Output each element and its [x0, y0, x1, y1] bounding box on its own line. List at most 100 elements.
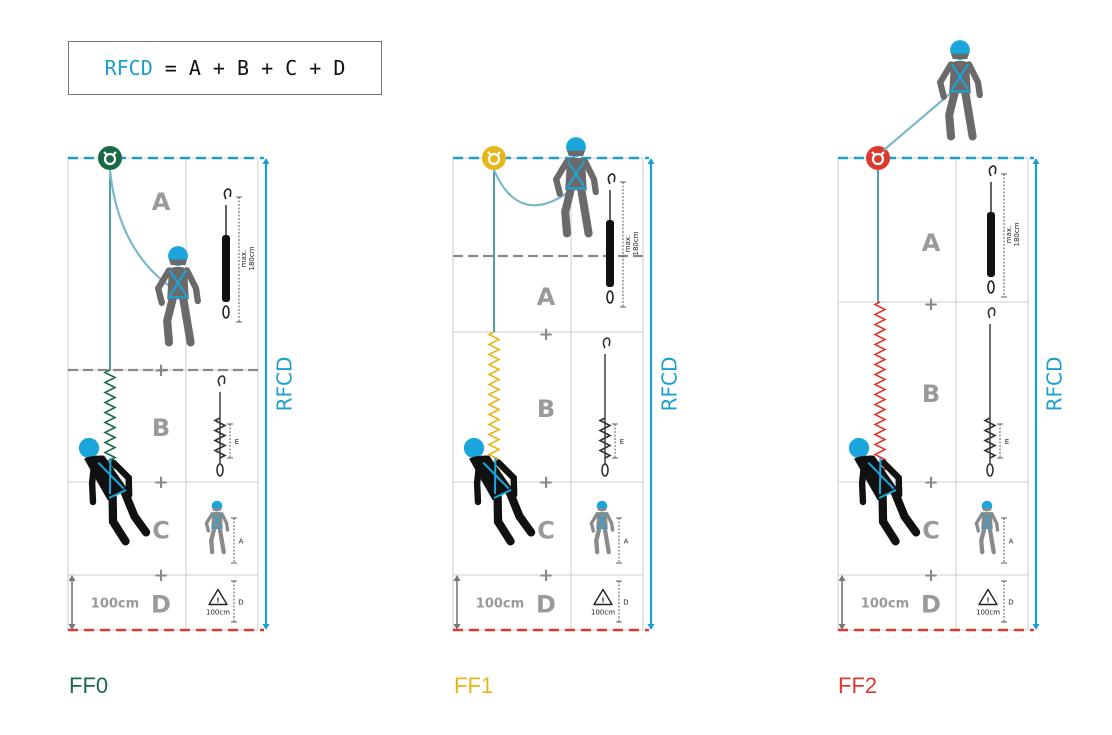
segment-letter-d: D	[921, 591, 941, 619]
worker-arm-right	[581, 158, 599, 196]
worker-leg-right	[890, 488, 921, 537]
worker-leg-left	[163, 295, 177, 347]
warning-text: 100cm	[976, 609, 1000, 617]
dimension-label: E	[620, 438, 624, 446]
lanyard-closed	[606, 173, 616, 304]
panel-frame	[67, 157, 259, 631]
arrow-head-up	[1032, 158, 1040, 164]
segment-letter-c: C	[922, 517, 940, 545]
lanyard-hook-bottom	[222, 305, 230, 319]
worker-arm-left	[974, 512, 984, 533]
worker-face	[951, 53, 969, 59]
warning-triangle	[593, 588, 613, 606]
anchor-icon	[98, 146, 122, 170]
arrow-head-down	[262, 624, 270, 630]
warning-symbol: !	[216, 597, 219, 605]
fallen-worker	[848, 437, 921, 546]
max-length-label: max.180cm	[624, 231, 640, 255]
anchor-ff2	[866, 146, 890, 170]
worker-face	[169, 259, 187, 265]
panel-frame	[837, 157, 1029, 631]
anchor-icon	[482, 146, 506, 170]
arrow-head-up	[453, 575, 461, 581]
worker-leg-left	[945, 89, 959, 141]
shock-absorber-coil	[487, 331, 501, 473]
anchor-ff1	[482, 146, 506, 170]
dimension-label: A	[239, 538, 244, 546]
worker-harness	[596, 513, 608, 529]
dimension-label: E	[235, 438, 239, 446]
anchor-ears	[103, 151, 117, 156]
length-label: 180cm	[632, 231, 640, 255]
anchor-icon	[866, 146, 890, 170]
height-dimension: A	[1001, 517, 1014, 564]
plus-sign: +	[923, 472, 938, 493]
stretch-dimension: E	[612, 423, 624, 459]
lanyard-hook-top	[217, 375, 226, 387]
lanyard-icon	[213, 375, 227, 477]
segment-letter-c: C	[537, 517, 555, 545]
warning-triangle	[208, 588, 228, 606]
height-reference-worker	[589, 500, 615, 555]
warning-text: 100cm	[591, 609, 615, 617]
plus-sign: +	[153, 472, 168, 493]
worker-harness	[97, 457, 127, 499]
worker-harness	[981, 513, 993, 529]
anchor-ears	[487, 151, 501, 156]
lanyard-icon	[598, 337, 612, 477]
dimension-label: A	[624, 538, 629, 546]
worker-arm-left	[204, 512, 214, 533]
worker-arm-right	[220, 512, 230, 532]
arrow-head-down	[1032, 624, 1040, 630]
worker-helmet-icon	[848, 437, 870, 459]
standing-worker	[154, 246, 201, 347]
anchor-ff0	[98, 146, 122, 170]
dimension-label: D	[238, 599, 243, 607]
plus-sign: +	[153, 360, 168, 381]
stretch-dimension: E	[227, 423, 239, 459]
worker-arm-left	[154, 267, 173, 306]
worker-harness	[950, 63, 970, 93]
segment-letter-d: D	[536, 591, 556, 619]
clearance-arrow	[838, 575, 846, 630]
anchor-ring	[103, 152, 117, 166]
lanyard-closed	[987, 165, 997, 294]
clearance-dimension: D	[1001, 580, 1014, 623]
worker-leg-right	[505, 488, 536, 537]
arrow-head-down	[68, 624, 76, 630]
stage-label-ff1: FF1	[454, 673, 494, 698]
segment-letter-d: D	[151, 591, 171, 619]
worker-face	[567, 150, 585, 156]
worker-leg-right	[577, 186, 593, 238]
anchor-ring	[871, 152, 885, 166]
dimension-label: E	[1005, 438, 1009, 446]
plus-sign: +	[538, 472, 553, 493]
worker-harness	[211, 513, 223, 529]
worker-arm-right	[880, 459, 903, 499]
lanyard-to-worker	[492, 169, 575, 207]
plus-sign: +	[538, 565, 553, 586]
segment-letter-b: B	[152, 414, 170, 442]
lanyard-hook-top	[607, 173, 616, 185]
arrow-head-down	[453, 624, 461, 630]
length-label: 180cm	[248, 246, 256, 270]
stage-label-ff2: FF2	[838, 673, 878, 698]
lanyard-to-worker	[883, 91, 953, 151]
worker-arm-right	[495, 459, 518, 499]
warning-icon: !100cm	[206, 588, 230, 617]
lanyard-hook-bottom	[986, 463, 994, 477]
stage-label-ff0: FF0	[69, 673, 109, 698]
worker-helmet-icon	[78, 437, 100, 459]
worker-leg-right	[217, 526, 226, 555]
warning-symbol: !	[986, 597, 989, 605]
height-dimension: A	[231, 517, 244, 564]
shock-absorber-coil	[983, 417, 997, 459]
worker-arm-left	[88, 458, 98, 506]
panel-frame	[452, 157, 644, 631]
height-dimension: A	[616, 517, 629, 564]
segment-letter-a: A	[537, 283, 556, 311]
arrow-head-up	[647, 158, 655, 164]
worker-arm-right	[110, 459, 133, 499]
height-reference-worker	[204, 500, 230, 555]
arrow-head-up	[262, 158, 270, 164]
